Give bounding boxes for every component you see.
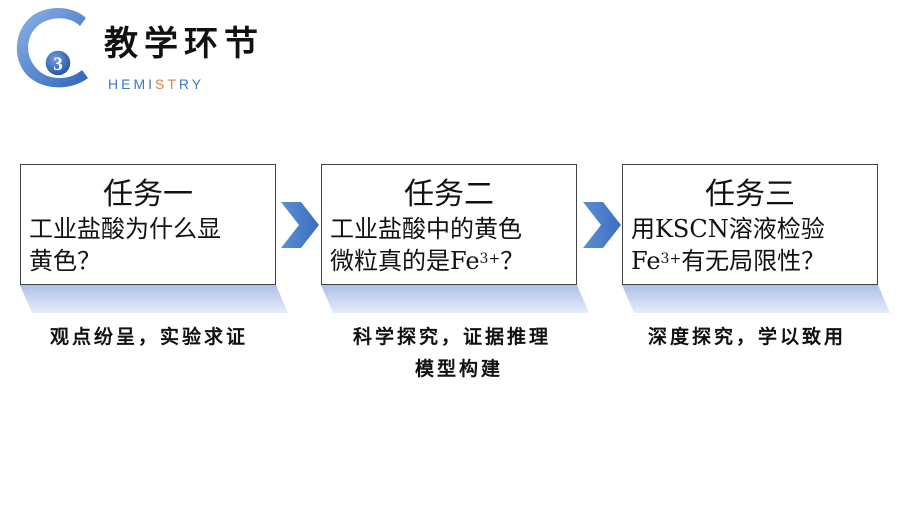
section-number: 3 xyxy=(53,54,63,75)
note-task2-line1: 科学探究，证据推理 xyxy=(353,326,552,348)
task2-line2-post: ？ xyxy=(500,247,525,275)
task3-line2-sup: 3+ xyxy=(660,251,682,267)
task3-line2-post: 有无局限性？ xyxy=(681,247,826,275)
task2-line2-pre: 微粒真的是Fe xyxy=(330,247,480,275)
task1-shadow xyxy=(20,285,288,313)
task-card-2: 任务二 工业盐酸中的黄色 微粒真的是Fe3+？ xyxy=(321,164,577,285)
task-card-3: 任务三 用KSCN溶液检验 Fe3+有无局限性？ xyxy=(622,164,878,285)
chevron-right-icon xyxy=(281,202,319,248)
task3-shadow xyxy=(622,285,890,313)
chemistry-subtitle: HEMISTRY xyxy=(108,76,204,92)
task3-line2: Fe3+有无局限性？ xyxy=(631,245,871,277)
subtitle-part1: HEMI xyxy=(108,76,155,92)
task3-title: 任务三 xyxy=(705,177,795,212)
task1-line2: 黄色？ xyxy=(29,247,101,275)
task2-title: 任务二 xyxy=(404,177,494,212)
task2-body: 工业盐酸中的黄色 微粒真的是Fe3+？ xyxy=(330,213,570,277)
task3-line2-pre: Fe xyxy=(631,247,661,275)
task2-line2-sup: 3+ xyxy=(479,251,501,267)
task3-line1: 用KSCN溶液检验 xyxy=(631,215,825,243)
section-title: 教学环节 xyxy=(104,24,264,64)
task-card-1: 任务一 工业盐酸为什么显 黄色？ xyxy=(20,164,276,285)
note-task3: 深度探究，学以致用 xyxy=(648,326,847,348)
task3-body: 用KSCN溶液检验 Fe3+有无局限性？ xyxy=(631,213,871,277)
task2-line2: 微粒真的是Fe3+？ xyxy=(330,245,570,277)
note-task1: 观点纷呈，实验求证 xyxy=(50,326,249,348)
task1-line1: 工业盐酸为什么显 xyxy=(29,215,221,243)
chemistry-logo: 3 xyxy=(8,4,108,94)
note-task2-line2: 模型构建 xyxy=(415,358,504,380)
subtitle-part2: ST xyxy=(155,76,179,92)
task1-title: 任务一 xyxy=(103,177,193,212)
task2-line1: 工业盐酸中的黄色 xyxy=(330,215,522,243)
task2-shadow xyxy=(321,285,589,313)
chevron-right-icon xyxy=(583,202,621,248)
subtitle-part3: RY xyxy=(178,76,205,92)
task1-body: 工业盐酸为什么显 黄色？ xyxy=(29,213,269,277)
chemistry-c-logo-icon: 3 xyxy=(16,7,88,88)
